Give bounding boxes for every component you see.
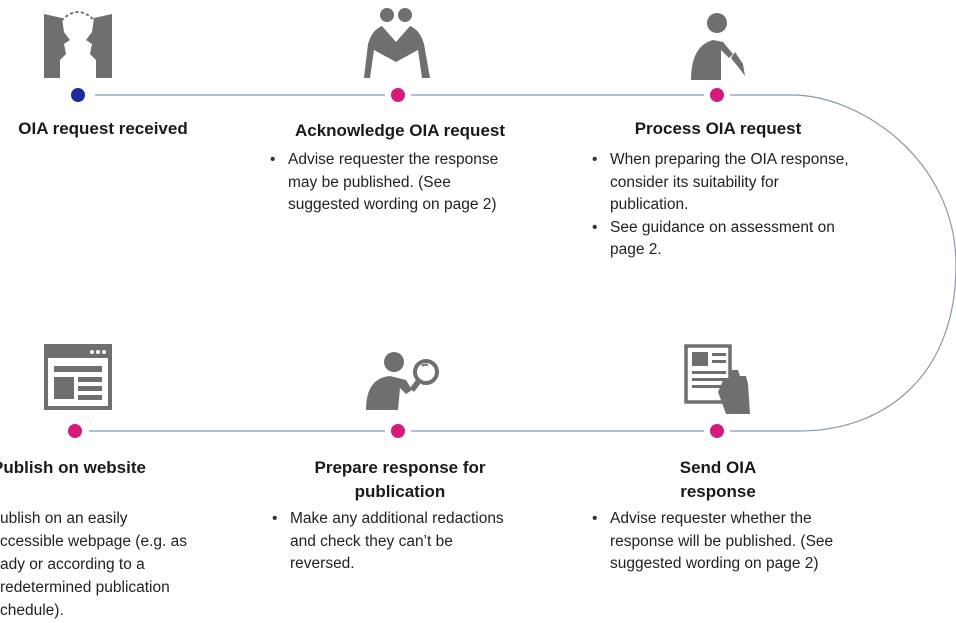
text-line: ublish on an easily <box>0 510 128 527</box>
bottom-connector-line <box>89 264 956 432</box>
webpage-icon <box>44 344 112 410</box>
person-writing-icon <box>691 13 745 80</box>
step-title-acknowledge: Acknowledge OIA request <box>294 121 506 140</box>
timeline-dot-prepare <box>391 424 405 438</box>
timeline-dot-send <box>710 424 724 438</box>
prepare-bullets: Make any additional redactions and check… <box>268 508 518 576</box>
two-faces-icon <box>44 11 112 78</box>
top-connector-line <box>95 94 956 266</box>
timeline-dot-publish <box>68 424 82 438</box>
timeline-dot-process <box>710 88 724 102</box>
timeline-dot-acknowledge <box>391 88 405 102</box>
magnifier-person-icon <box>366 352 439 410</box>
send-bullets: Advise requester whether the response wi… <box>588 508 838 576</box>
bullet-item: Advise requester whether the response wi… <box>588 508 838 576</box>
bullet-item: Advise requester the response may be pub… <box>266 149 516 217</box>
handshake-icon <box>364 8 430 78</box>
bullet-item: When preparing the OIA response, conside… <box>588 149 850 217</box>
bullet-item: Make any additional redactions and check… <box>268 508 518 576</box>
step-title-request-received: OIA request received <box>18 119 188 138</box>
step-title-publish: Publish on website <box>0 458 146 477</box>
timeline-dot-start <box>71 88 85 102</box>
step-title-process: Process OIA request <box>634 119 802 138</box>
text-line: redetermined publication <box>0 579 170 596</box>
text-line: ady or according to a <box>0 556 145 573</box>
process-bullets: When preparing the OIA response, conside… <box>588 149 850 262</box>
bullet-item: See guidance on assessment on page 2. <box>588 217 850 262</box>
text-line: chedule). <box>0 602 64 619</box>
acknowledge-bullets: Advise requester the response may be pub… <box>266 149 516 217</box>
text-line: ccessible webpage (e.g. as <box>0 533 187 550</box>
document-hand-icon <box>684 344 750 414</box>
step-title-send: Send OIA response <box>679 458 757 501</box>
step-title-prepare: Prepare response for publication <box>314 458 486 501</box>
